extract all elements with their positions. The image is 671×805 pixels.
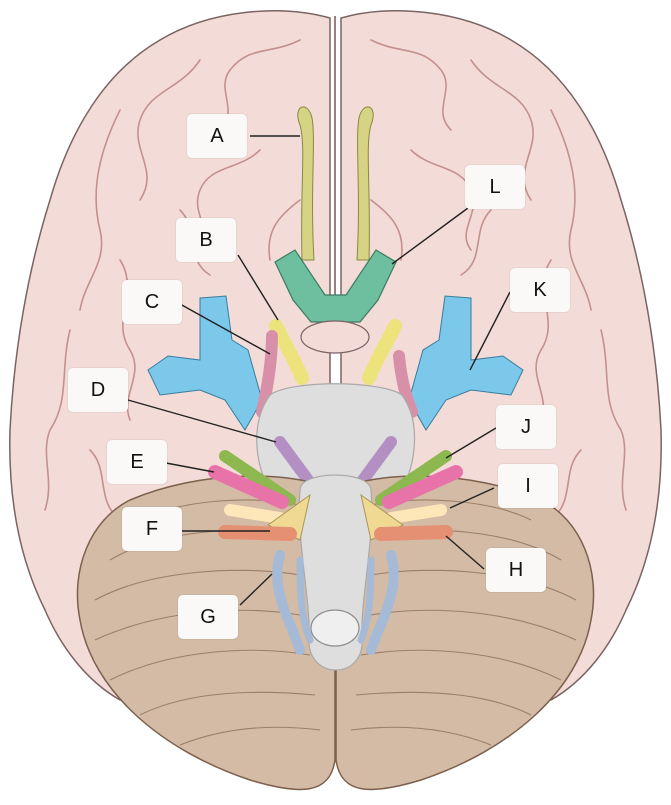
label-I: I — [498, 464, 558, 508]
optic-chiasm — [274, 249, 397, 323]
vessels — [147, 295, 524, 431]
glossopharyngeal-right — [374, 525, 453, 541]
label-J: J — [496, 405, 556, 449]
label-K: K — [510, 268, 570, 312]
abducens-right — [375, 450, 452, 506]
vestibulocochlear-right — [385, 504, 447, 524]
optic-nerve-left — [269, 319, 309, 385]
label-A: A — [187, 114, 247, 158]
vagus-left — [272, 550, 305, 655]
label-H: H — [486, 548, 546, 592]
trochlear-right — [357, 436, 397, 486]
glossopharyngeal-left — [218, 525, 297, 541]
label-G: G — [178, 595, 238, 639]
label-C: C — [122, 280, 182, 324]
label-D: D — [68, 368, 128, 412]
trochlear-left — [274, 436, 314, 486]
olfactory-nerves — [297, 106, 374, 261]
label-F: F — [122, 507, 182, 551]
vestibulocochlear-left — [224, 504, 286, 524]
vagus-right — [366, 550, 399, 655]
facial-right — [382, 465, 463, 509]
accessory-left — [296, 556, 314, 644]
label-L: L — [465, 165, 525, 209]
facial-left — [208, 465, 289, 509]
label-B: B — [176, 218, 236, 262]
oculomotor-left — [256, 330, 278, 418]
abducens-left — [219, 450, 296, 506]
spinal-cord-section — [310, 609, 360, 647]
oculomotor-right — [393, 350, 418, 418]
optic-nerve-right — [362, 319, 402, 385]
pituitary-area — [300, 320, 370, 354]
accessory-right — [357, 556, 375, 644]
leader-lines — [127, 135, 511, 606]
label-E: E — [107, 440, 167, 484]
